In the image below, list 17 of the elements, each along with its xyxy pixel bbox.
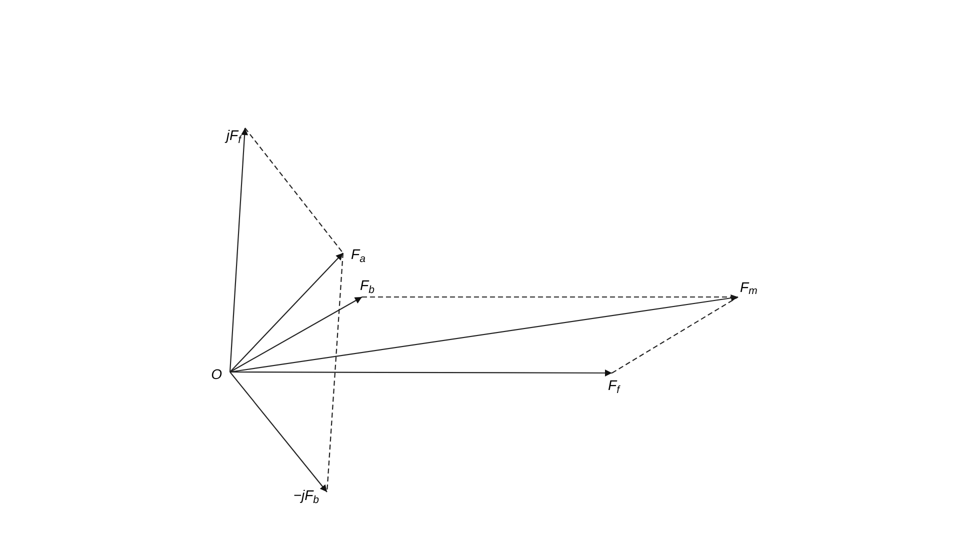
dashed-construction-line xyxy=(326,252,344,492)
vector-label: F$_{b}$ xyxy=(360,278,374,292)
phasor-arrow xyxy=(230,369,612,376)
vector-label: −jF$_{b}$ xyxy=(293,488,319,502)
phasor-arrow xyxy=(230,252,344,372)
vector-label: F$_{f}$ xyxy=(608,378,620,392)
phasor-arrow xyxy=(229,128,248,372)
vector-label: F$_{m}$ xyxy=(740,280,758,294)
phasor-arrow xyxy=(230,296,362,372)
vector-label: F$_{a}$ xyxy=(351,247,366,261)
phasor-arrow xyxy=(230,372,328,492)
vector-label: jF$_{f}$ xyxy=(226,128,241,142)
vector-label: O xyxy=(211,367,222,381)
dashed-construction-line xyxy=(362,296,738,298)
dashed-construction-line xyxy=(612,296,738,374)
phasor-arrow xyxy=(230,294,738,373)
dashed-construction-line xyxy=(244,128,344,254)
